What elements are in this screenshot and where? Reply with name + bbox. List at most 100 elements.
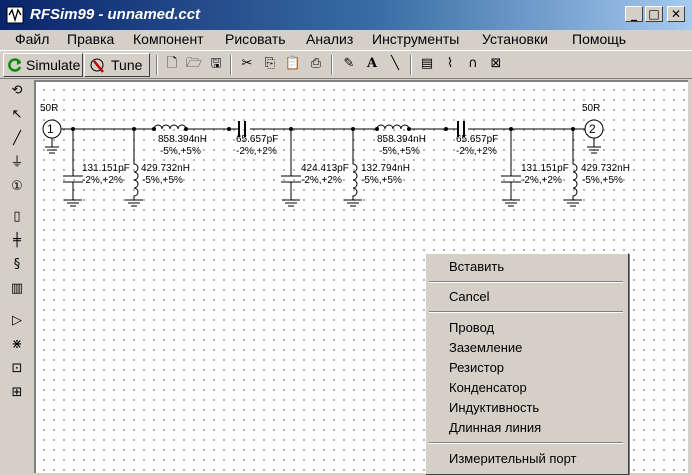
port2-impedance: 50R — [582, 103, 600, 114]
attenuator-icon[interactable]: ⊠ — [490, 56, 502, 71]
cut-icon[interactable]: ✂ — [241, 56, 253, 71]
menu-tools[interactable]: Инструменты — [372, 31, 460, 47]
shunt-inductor-3-tol: -5%,+5% — [582, 175, 623, 186]
ctx-separator — [429, 281, 623, 283]
port-icon[interactable]: ① — [11, 179, 23, 194]
shunt-inductor-2-value: 132.794nH — [361, 163, 410, 174]
menu-bar: Файл Правка Компонент Рисовать Анализ Ин… — [0, 30, 692, 50]
ctx-capacitor[interactable]: Конденсатор — [449, 380, 527, 395]
series-inductor-1-value: 858.394nH — [158, 134, 207, 145]
open-folder-icon[interactable]: 🗁 — [185, 56, 203, 71]
refresh-icon — [8, 58, 22, 72]
port1-number: 1 — [47, 122, 54, 136]
calculator-icon[interactable]: ▤ — [420, 56, 434, 71]
window-title: RFSim99 - unnamed.cct — [30, 6, 201, 23]
shunt-capacitor-2-value: 424.413pF — [301, 163, 349, 174]
schematic: 1 2 50R 50R 858.394nH -5%,+5% 65.657pF -… — [40, 103, 630, 207]
menu-draw[interactable]: Рисовать — [225, 31, 286, 47]
series-inductor-2-value: 858.394nH — [377, 134, 426, 145]
series-capacitor-2-tol: -2%,+2% — [456, 146, 497, 157]
title-bar: RFSim99 - unnamed.cct _ □ ✕ — [0, 0, 692, 30]
ctx-ground[interactable]: Заземление — [449, 340, 523, 355]
series-capacitor-2-value: 65.657pF — [456, 134, 498, 145]
rotate-icon[interactable]: ⟲ — [11, 83, 23, 98]
menu-component[interactable]: Компонент — [133, 31, 204, 47]
tune-knob-icon — [90, 58, 104, 73]
toolbar-separator — [410, 55, 412, 75]
shunt-capacitor-1 — [63, 129, 83, 207]
series-capacitor-1-tol: -2%,+2% — [236, 146, 277, 157]
context-menu: Вставить Cancel Провод Заземление Резист… — [425, 253, 629, 475]
series-inductor-1-tol: -5%,+5% — [160, 146, 201, 157]
simulate-label: Simulate — [26, 57, 81, 73]
shunt-inductor-2 — [344, 129, 362, 207]
amplifier-icon[interactable]: ▷ — [12, 313, 22, 328]
save-icon[interactable]: 🖫 — [210, 56, 222, 71]
transformer-icon[interactable]: ⋇ — [11, 337, 23, 352]
ctx-separator — [429, 311, 623, 313]
ctx-cancel[interactable]: Cancel — [449, 289, 490, 304]
menu-help[interactable]: Помощь — [572, 31, 627, 47]
new-file-icon[interactable]: 🗋 — [166, 56, 178, 71]
transmission-line-icon[interactable]: ▥ — [10, 281, 24, 296]
series-inductor-2-tol: -5%,+5% — [379, 146, 420, 157]
port2-icon[interactable]: ⊞ — [11, 385, 23, 400]
port2-number: 2 — [589, 122, 596, 136]
simulate-button[interactable]: Simulate — [3, 53, 83, 77]
menu-edit[interactable]: Правка — [67, 31, 115, 47]
ctx-resistor[interactable]: Резистор — [449, 360, 505, 375]
inductor-icon[interactable]: § — [13, 257, 21, 272]
series-capacitor-1-value: 65.657pF — [236, 134, 278, 145]
close-button[interactable]: ✕ — [667, 6, 685, 22]
antenna-icon[interactable]: ⌇ — [446, 56, 454, 71]
tune-button[interactable]: Tune — [84, 53, 150, 77]
ctx-wire[interactable]: Провод — [449, 320, 495, 335]
port-1 — [42, 119, 62, 154]
shunt-inductor-1-value: 429.732nH — [141, 163, 190, 174]
capacitor-icon[interactable]: ╪ — [13, 233, 21, 248]
wire-icon[interactable]: ╱ — [13, 131, 21, 146]
shunt-capacitor-1-value: 131.151pF — [82, 163, 130, 174]
toolbar-separator — [156, 55, 158, 75]
tune-label: Tune — [111, 57, 143, 73]
series-capacitor-1 — [238, 121, 246, 137]
app-icon — [6, 6, 24, 24]
series-inductor-2 — [376, 124, 410, 130]
toolbar-separator — [331, 55, 333, 75]
port1-icon[interactable]: ⊡ — [11, 361, 23, 376]
maximize-button[interactable]: □ — [645, 6, 663, 22]
shunt-inductor-2-tol: -5%,+5% — [361, 175, 402, 186]
shunt-capacitor-3-tol: -2%,+2% — [521, 175, 562, 186]
resistor-icon[interactable]: ▯ — [13, 209, 21, 224]
minimize-button[interactable]: _ — [625, 6, 643, 22]
shunt-capacitor-1-tol: -2%,+2% — [82, 175, 123, 186]
component-palette: ⟲ ↖ ╱ ⏚ ① ▯ ╪ § ▥ ▷ ⋇ ⊡ ⊞ — [0, 80, 34, 473]
pointer-icon[interactable]: ↖ — [11, 107, 23, 122]
draw-tool-icon[interactable]: ✎ — [343, 56, 355, 71]
series-inductor-1 — [153, 124, 187, 130]
ctx-separator — [429, 442, 623, 444]
shunt-inductor-3-value: 429.732nH — [581, 163, 630, 174]
ctx-measurement-port[interactable]: Измерительный порт — [449, 451, 577, 466]
ground-icon[interactable]: ⏚ — [10, 155, 24, 170]
line-tool-icon[interactable]: ╲ — [391, 56, 399, 71]
ctx-paste[interactable]: Вставить — [449, 259, 505, 274]
text-tool-icon[interactable]: A — [366, 56, 378, 71]
menu-analysis[interactable]: Анализ — [306, 31, 354, 47]
shunt-capacitor-2-tol: -2%,+2% — [301, 175, 342, 186]
shunt-capacitor-2 — [281, 129, 301, 207]
paste-icon[interactable]: 📋 — [284, 56, 302, 71]
ctx-transmission-line[interactable]: Длинная линия — [449, 420, 542, 435]
copy-icon[interactable]: ⎘ — [264, 56, 276, 71]
shunt-capacitor-3-value: 131.151pF — [521, 163, 569, 174]
ctx-inductor[interactable]: Индуктивность — [449, 400, 540, 415]
shunt-inductor-1-tol: -5%,+5% — [142, 175, 183, 186]
toolbar-separator — [230, 55, 232, 75]
menu-settings[interactable]: Установки — [482, 31, 548, 47]
print-icon[interactable]: ⎙ — [310, 56, 322, 71]
port1-impedance: 50R — [40, 103, 58, 114]
shunt-capacitor-3 — [501, 129, 521, 207]
shunt-inductor-3 — [564, 129, 582, 207]
coil-icon[interactable]: ∩ — [468, 56, 478, 71]
menu-file[interactable]: Файл — [15, 31, 50, 47]
